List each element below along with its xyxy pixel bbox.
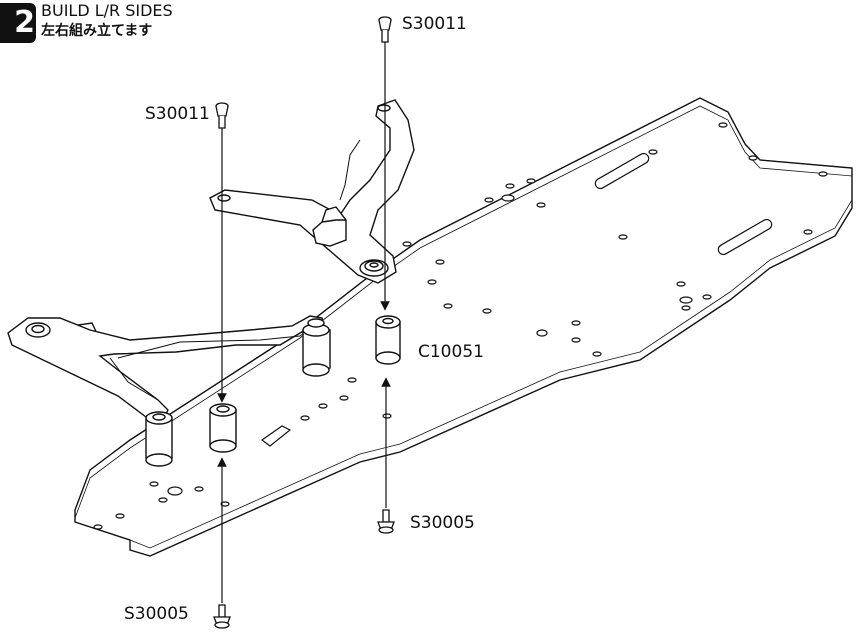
cable-clip-upper <box>312 206 347 247</box>
assembly-guide-lines <box>217 42 391 603</box>
chassis-plate <box>74 97 853 557</box>
screw-s30011-top-left <box>215 102 229 129</box>
screw-s30005-bottom-right <box>377 509 395 534</box>
step-number-badge: 2 <box>0 3 36 43</box>
step-title-japanese: 左右組み立てます <box>41 23 153 39</box>
upper-side-bracket <box>209 99 415 284</box>
post-center <box>302 318 331 377</box>
spacer-c10051-right <box>375 315 401 365</box>
label-screw-bottom-right: S30005 <box>410 513 475 533</box>
spacer-c10051-left <box>209 403 237 453</box>
screw-s30005-bottom-left <box>213 604 231 629</box>
label-spacer: C10051 <box>418 342 484 362</box>
label-screw-bottom-left: S30005 <box>124 604 189 624</box>
label-screw-top-left: S30011 <box>145 104 210 124</box>
screw-s30011-top-right <box>378 16 392 43</box>
chassis-holes <box>93 122 828 530</box>
step-title-english: BUILD L/R SIDES <box>41 1 173 20</box>
post-left <box>145 411 173 467</box>
label-screw-top-right: S30011 <box>402 14 467 34</box>
